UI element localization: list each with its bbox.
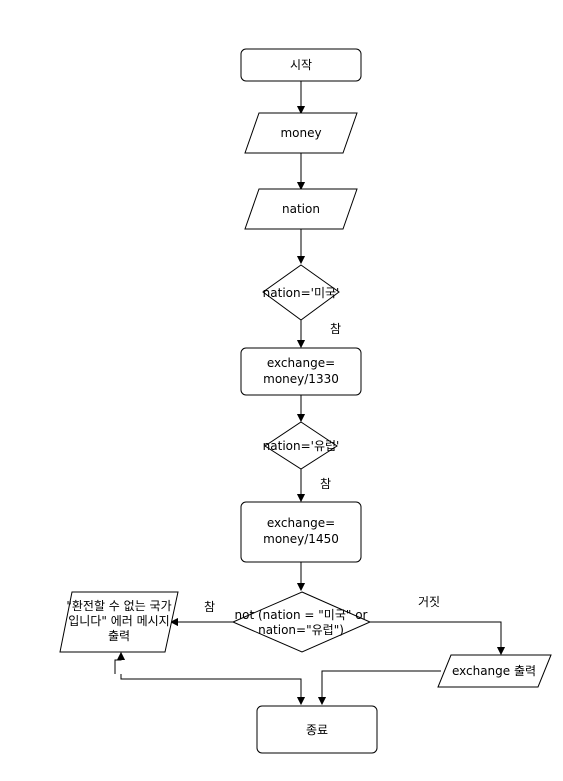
- decision-not-line2: nation="유럽"): [258, 623, 344, 637]
- decision-usa-label: nation='미국': [263, 286, 340, 300]
- process-eur-line1: exchange=: [267, 516, 335, 530]
- input-nation-node: nation: [244, 188, 358, 230]
- process-usd-line2: money/1330: [263, 372, 339, 386]
- output-error-line3: 출력: [108, 629, 130, 643]
- end-node: 종료: [256, 705, 378, 754]
- decision-not-line1: not (nation = "미국" or: [235, 608, 368, 622]
- output-exchange-label: exchange 출력: [452, 664, 536, 678]
- edge-error-loop: [114, 653, 121, 674]
- edge-error-to-end: [120, 674, 301, 704]
- output-error-node: "환전할 수 없는 국가 입니다" 에러 메시지 출력: [59, 591, 179, 653]
- end-node-label: 종료: [306, 723, 328, 737]
- output-exchange-node: exchange 출력: [437, 654, 552, 688]
- edge-label-eu-true: 참: [320, 477, 331, 491]
- decision-eu-label: nation='유럽': [263, 439, 340, 453]
- input-money-label: money: [280, 126, 321, 140]
- edge-exchange-output-to-end: [322, 670, 441, 704]
- input-money-node: money: [244, 112, 358, 154]
- process-usd-node: exchange= money/1330: [240, 347, 362, 396]
- edge-not-false-to-exchange-output: [370, 621, 501, 654]
- decision-usa-node: nation='미국': [262, 264, 340, 321]
- process-eur-node: exchange= money/1450: [240, 501, 362, 563]
- process-eur-line2: money/1450: [263, 532, 339, 546]
- start-node-label: 시작: [290, 58, 312, 72]
- output-error-line1: "환전할 수 없는 국가: [66, 599, 171, 613]
- process-usd-line1: exchange=: [267, 356, 335, 370]
- edge-label-not-false: 거짓: [418, 595, 440, 609]
- decision-not-node: not (nation = "미국" or nation="유럽"): [231, 591, 372, 653]
- output-error-line2: 입니다" 에러 메시지: [68, 614, 169, 628]
- edge-label-not-true: 참: [204, 600, 215, 614]
- start-node: 시작: [240, 48, 362, 82]
- edge-label-usa-true: 참: [330, 322, 341, 336]
- edges: [114, 81, 501, 704]
- input-nation-label: nation: [282, 202, 320, 216]
- decision-eu-node: nation='유럽': [263, 421, 340, 470]
